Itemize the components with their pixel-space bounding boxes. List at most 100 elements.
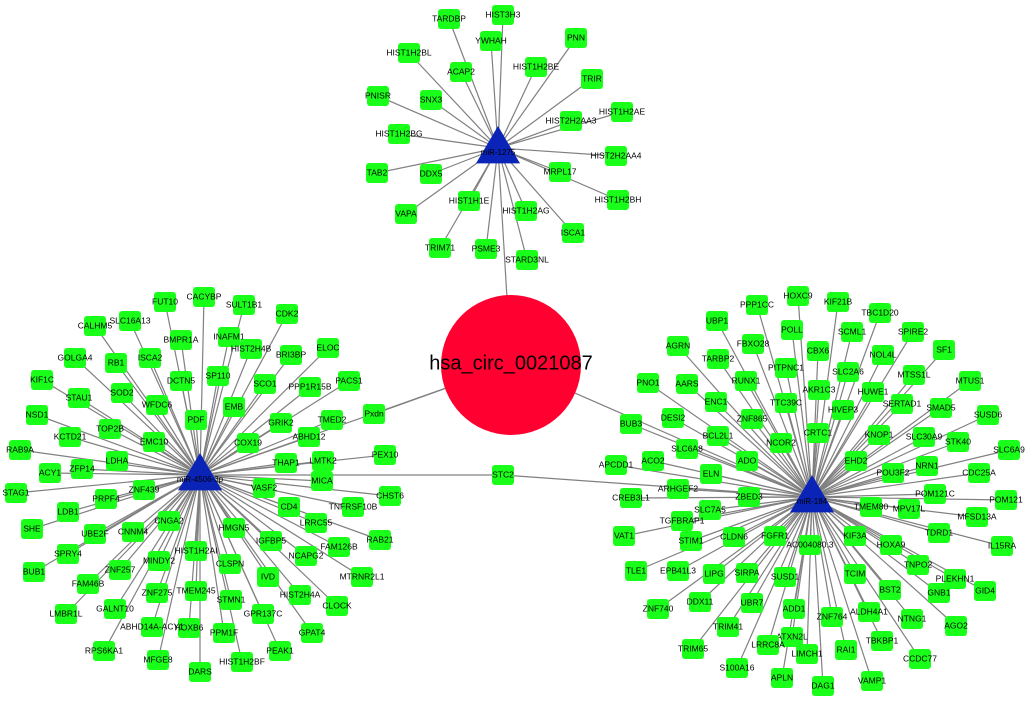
gene-node-bri3bp[interactable]: BRI3BP	[276, 345, 307, 365]
gene-node-tbc1d20[interactable]: TBC1D20	[861, 303, 899, 323]
gene-node-prpf4[interactable]: PRPF4	[92, 489, 120, 509]
gene-node-wfdc6[interactable]: WFDC6	[142, 395, 172, 415]
gene-node-hist1h2ai[interactable]: HIST1H2AI	[175, 541, 218, 561]
gene-node-vat1[interactable]: VAT1	[613, 526, 635, 546]
gene-node-ldha[interactable]: LDHA	[106, 451, 129, 471]
gene-node-chst6[interactable]: CHST6	[376, 486, 404, 506]
gene-node-huwe1[interactable]: HUWE1	[858, 382, 889, 402]
gene-node-tdrd1[interactable]: TDRD1	[925, 523, 954, 543]
gene-node-gpat4[interactable]: GPAT4	[299, 623, 326, 643]
gene-node-hist2h2aa4[interactable]: HIST2H2AA4	[590, 146, 642, 166]
gene-node-enc1[interactable]: ENC1	[705, 392, 728, 412]
gene-node-dars[interactable]: DARS	[188, 662, 212, 682]
gene-node-stc2[interactable]: STC2	[492, 465, 514, 485]
gene-node-mtus1[interactable]: MTUS1	[956, 371, 985, 391]
gene-node-tmem80[interactable]: TMEM80	[854, 497, 889, 517]
gene-node-top2b[interactable]: TOP2B	[96, 419, 124, 439]
gene-node-smad5[interactable]: SMAD5	[926, 398, 956, 418]
gene-node-stk40[interactable]: STK40	[945, 432, 971, 452]
gene-node-acy1[interactable]: ACY1	[39, 463, 61, 483]
mirna-node-m3[interactable]: miR-184	[790, 475, 834, 513]
gene-node-hist1h2be[interactable]: HIST1H2BE	[513, 57, 560, 77]
gene-node-hist1h2ag[interactable]: HIST1H2AG	[502, 201, 550, 221]
gene-node-nrn1[interactable]: NRN1	[915, 456, 939, 476]
gene-node-mindy2[interactable]: MINDY2	[143, 551, 175, 571]
gene-node-grik2[interactable]: GRIK2	[268, 413, 294, 433]
gene-node-slc6a8[interactable]: SLC6A8	[671, 439, 703, 459]
gene-node-hist2h4b[interactable]: HIST2H4B	[231, 339, 272, 359]
gene-node-zbed3[interactable]: ZBED3	[735, 487, 763, 507]
gene-node-add1[interactable]: ADD1	[783, 599, 806, 619]
gene-node-cd4[interactable]: CD4	[278, 497, 300, 517]
gene-node-hist2h2aa3[interactable]: HIST2H2AA3	[545, 111, 597, 131]
gene-node-slc16a13[interactable]: SLC16A13	[109, 311, 151, 331]
gene-node-ubp1[interactable]: UBP1	[706, 311, 728, 331]
circrna-node[interactable]	[441, 295, 581, 435]
gene-node-bub3[interactable]: BUB3	[620, 414, 642, 434]
gene-node-cnnm4[interactable]: CNNM4	[118, 522, 148, 542]
gene-node-agrn[interactable]: AGRN	[666, 336, 691, 356]
gene-node-ivd[interactable]: IVD	[257, 567, 279, 587]
gene-node-ppp1r15b[interactable]: PPP1R15B	[289, 377, 332, 397]
gene-node-lmbr1l[interactable]: LMBR1L	[49, 604, 83, 624]
gene-node-vasf2[interactable]: VASF2	[251, 478, 278, 498]
gene-node-fam46b[interactable]: FAM46B	[72, 574, 105, 594]
gene-node-ncor2[interactable]: NCOR2	[766, 433, 796, 453]
gene-node-mtrnr2l1[interactable]: MTRNR2L1	[340, 567, 385, 587]
gene-node-apcdd1[interactable]: APCDD1	[599, 455, 634, 475]
gene-node-fam126b[interactable]: FAM126B	[320, 537, 358, 557]
gene-node-hist3h3[interactable]: HIST3H3	[486, 5, 521, 25]
gene-node-spire2[interactable]: SPIRE2	[898, 322, 929, 342]
gene-node-mrpl17[interactable]: MRPL17	[543, 162, 577, 182]
gene-node-kctd21[interactable]: KCTD21	[54, 427, 87, 447]
gene-node-pom121[interactable]: POM121	[989, 490, 1023, 510]
gene-node-rab9a[interactable]: RAB9A	[6, 440, 34, 460]
gene-node-aars[interactable]: AARS	[675, 374, 699, 394]
gene-node-bcl2l1[interactable]: BCL2L1	[703, 426, 734, 446]
gene-node-sult1b1[interactable]: SULT1B1	[226, 295, 262, 315]
gene-node-zfp14[interactable]: ZFP14	[69, 459, 95, 479]
gene-node-hist2h4a[interactable]: HIST2H4A	[280, 585, 321, 605]
gene-node-clspn[interactable]: CLSPN	[216, 554, 244, 574]
gene-node-ube2f[interactable]: UBE2F	[81, 524, 109, 544]
gene-node-tle1[interactable]: TLE1	[625, 561, 647, 581]
gene-node-ppp1cc[interactable]: PPP1CC	[740, 295, 774, 315]
gene-node-slc2a6[interactable]: SLC2A6	[832, 362, 864, 382]
gene-node-nol4l[interactable]: NOL4L	[870, 345, 897, 365]
gene-node-znf257[interactable]: ZNF257	[105, 560, 136, 580]
gene-node-mpv17l[interactable]: MPV17L	[893, 499, 926, 519]
gene-node-eln[interactable]: ELN	[700, 464, 722, 484]
gene-node-hoxa9[interactable]: HOXA9	[877, 535, 906, 555]
gene-node-desi2[interactable]: DESI2	[661, 408, 686, 428]
gene-node-cdc25a[interactable]: CDC25A	[962, 463, 996, 483]
gene-node-tmed2[interactable]: TMED2	[318, 410, 347, 430]
gene-node-pnisr[interactable]: PNISR	[365, 86, 391, 106]
gene-node-lmtk2[interactable]: LMTK2	[309, 451, 337, 471]
gene-node-crtc1[interactable]: CRTC1	[804, 423, 832, 443]
gene-node-tnfrsf10b[interactable]: TNFRSF10B	[329, 497, 378, 517]
mirna-node-m2[interactable]: miR-4506-3p	[177, 453, 224, 491]
gene-node-vapa[interactable]: VAPA	[395, 204, 417, 224]
gene-node-rab21[interactable]: RAB21	[367, 530, 394, 550]
gene-node-slc6a9[interactable]: SLC6A9	[993, 440, 1025, 460]
gene-node-isca1[interactable]: ISCA1	[561, 223, 586, 243]
gene-node-stmn1[interactable]: STMN1	[217, 590, 246, 610]
gene-node-fgfr1[interactable]: FGFR1	[761, 526, 789, 546]
gene-node-knop1[interactable]: KNOP1	[865, 425, 894, 445]
gene-node-slc30a9[interactable]: SLC30A9	[906, 427, 943, 447]
gene-node-galnt10[interactable]: GALNT10	[96, 599, 134, 619]
gene-node-cdk2[interactable]: CDK2	[276, 304, 299, 324]
gene-node-cldn6[interactable]: CLDN6	[720, 527, 748, 547]
gene-node-cacybp[interactable]: CACYBP	[187, 287, 222, 307]
gene-node-arhgef2[interactable]: ARHGEF2	[658, 479, 698, 499]
gene-node-znf439[interactable]: ZNF439	[129, 480, 160, 500]
gene-node-dctn5[interactable]: DCTN5	[167, 371, 196, 391]
gene-node-abhd12[interactable]: ABHD12	[292, 427, 326, 447]
gene-node-kif1c[interactable]: KIF1C	[30, 370, 54, 390]
gene-node-tardbp[interactable]: TARDBP	[432, 9, 466, 29]
gene-node-sirpa[interactable]: SIRPA	[735, 563, 760, 583]
gene-node-nsd1[interactable]: NSD1	[26, 405, 49, 425]
gene-node-aco2[interactable]: ACO2	[641, 451, 665, 471]
gene-node-pxdn[interactable]: Pxdn	[363, 404, 385, 424]
gene-node-ntng1[interactable]: NTNG1	[898, 609, 927, 629]
